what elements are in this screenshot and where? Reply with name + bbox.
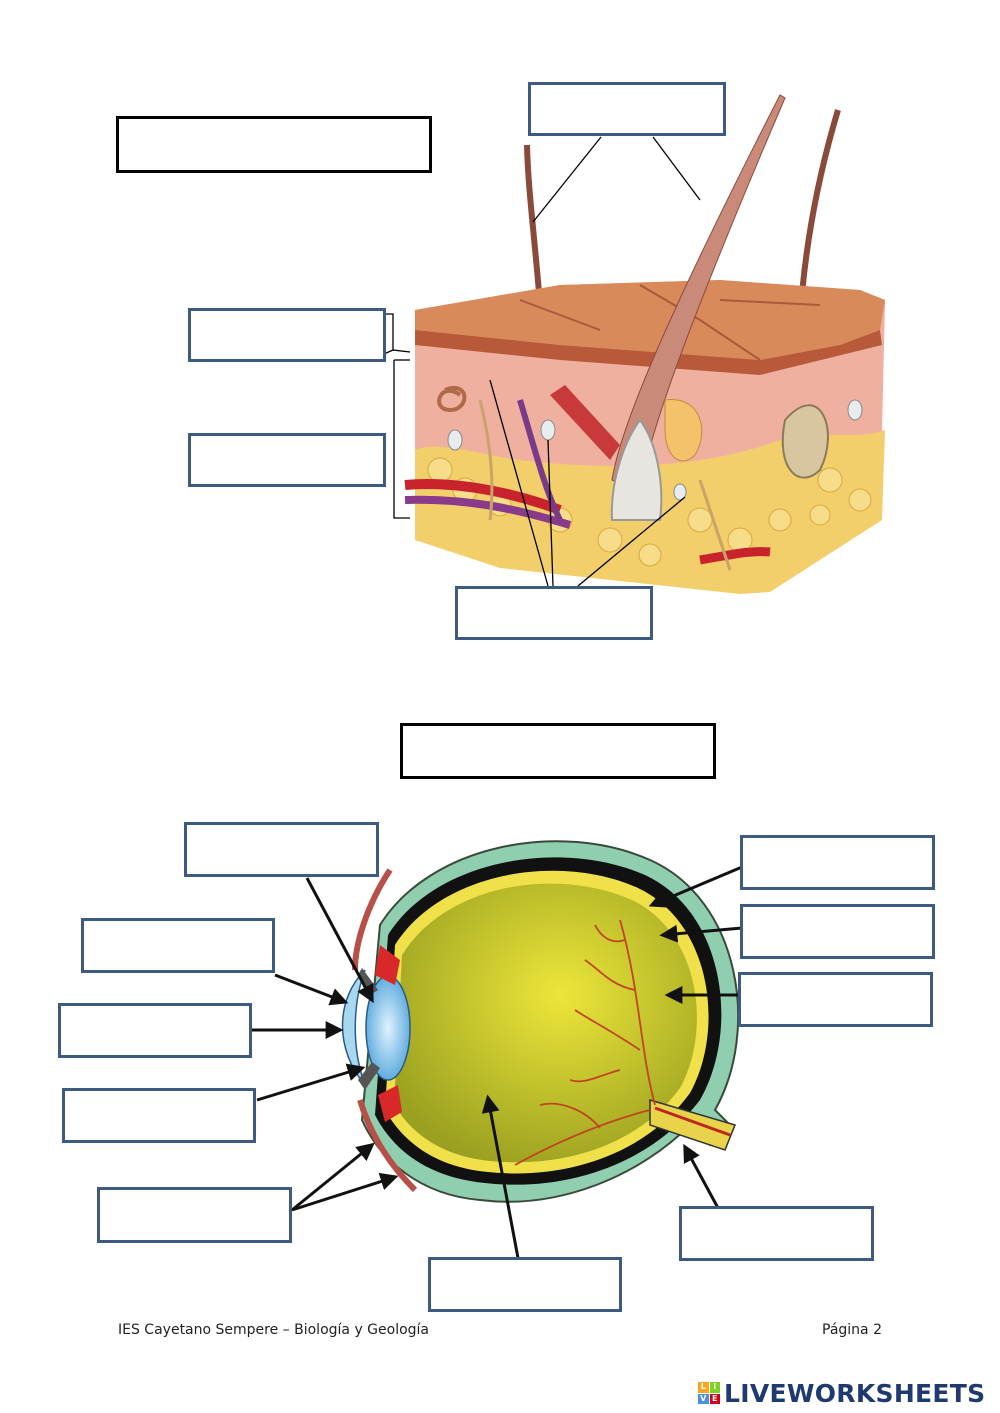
footer-left: IES Cayetano Sempere – Biología y Geolog… — [118, 1322, 429, 1338]
skin-label-box-hair[interactable] — [528, 82, 726, 136]
eye-label-box-lens[interactable] — [62, 1088, 256, 1143]
liveworksheets-logo-icon: L I V E — [698, 1382, 720, 1404]
eye-label-box-pupil[interactable] — [58, 1003, 252, 1058]
logo-letter: E — [710, 1394, 721, 1405]
eye-title-box[interactable] — [400, 723, 716, 779]
eye-label-box-vitreous[interactable] — [428, 1257, 622, 1312]
liveworksheets-wordmark: LIVEWORKSHEETS — [724, 1379, 985, 1408]
eye-label-box-retina[interactable] — [738, 972, 933, 1027]
eye-label-box-iris[interactable] — [184, 822, 379, 877]
footer-page-number: Página 2 — [822, 1322, 882, 1338]
skin-title-box[interactable] — [116, 116, 432, 173]
skin-label-box-epidermis[interactable] — [188, 308, 386, 362]
logo-letter: V — [698, 1394, 709, 1405]
eye-label-box-cornea[interactable] — [81, 918, 275, 973]
liveworksheets-brand[interactable]: L I V E LIVEWORKSHEETS — [698, 1378, 985, 1408]
skin-label-box-dermis[interactable] — [188, 433, 386, 487]
eye-label-box-choroid[interactable] — [740, 904, 935, 959]
eye-label-box-sclera[interactable] — [740, 835, 935, 890]
logo-letter: I — [710, 1382, 721, 1393]
logo-letter: L — [698, 1382, 709, 1393]
skin-label-box-receptors[interactable] — [455, 586, 653, 640]
eye-label-box-optic-nerve[interactable] — [679, 1206, 874, 1261]
eye-label-box-muscles[interactable] — [97, 1187, 292, 1243]
